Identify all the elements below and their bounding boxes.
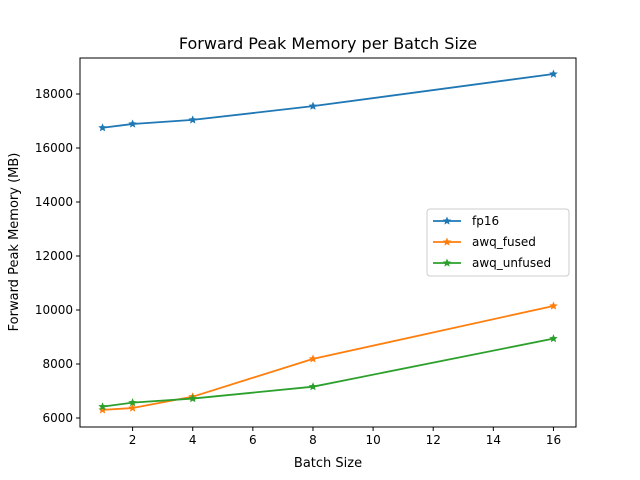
data-point-awq_fused xyxy=(549,301,558,310)
legend-label-awq_unfused: awq_unfused xyxy=(472,256,551,270)
x-tick-label: 6 xyxy=(249,433,257,447)
legend-label-fp16: fp16 xyxy=(472,214,499,228)
data-point-awq_fused xyxy=(128,403,137,412)
legend-marker-fp16 xyxy=(442,216,452,225)
legend-label-awq_fused: awq_fused xyxy=(472,235,536,249)
data-point-fp16 xyxy=(308,101,318,110)
x-tick-label: 14 xyxy=(486,433,501,447)
data-point-awq_unfused xyxy=(98,402,107,411)
x-tick-label: 8 xyxy=(309,433,317,447)
x-tick-label: 4 xyxy=(189,433,197,447)
legend-marker-awq_unfused xyxy=(442,258,452,267)
data-point-awq_unfused xyxy=(308,382,318,391)
legend: fp16 awq_fused awq_unfused xyxy=(426,208,570,277)
x-axis-label: Batch Size xyxy=(294,456,362,471)
y-tick-label: 18000 xyxy=(35,87,73,101)
series-awq_unfused xyxy=(98,334,558,411)
y-tick-label: 12000 xyxy=(35,249,73,263)
data-point-awq_fused xyxy=(308,354,318,363)
chart-title: Forward Peak Memory per Batch Size xyxy=(179,34,477,53)
series-fp16 xyxy=(98,69,558,132)
data-point-awq_unfused xyxy=(549,334,558,343)
data-point-fp16 xyxy=(549,69,558,78)
data-point-fp16 xyxy=(128,119,137,128)
legend-marker-awq_fused xyxy=(442,237,452,246)
y-tick-label: 6000 xyxy=(42,411,73,425)
data-point-fp16 xyxy=(188,115,197,124)
plot-frame xyxy=(79,57,577,428)
x-tick-label: 10 xyxy=(365,433,380,447)
data-point-awq_unfused xyxy=(128,398,137,407)
data-point-awq_fused xyxy=(98,405,107,414)
y-tick-label: 14000 xyxy=(35,195,73,209)
data-point-fp16 xyxy=(98,123,107,132)
x-tick-label: 12 xyxy=(426,433,441,447)
data-point-awq_unfused xyxy=(188,394,197,403)
y-tick-label: 8000 xyxy=(42,357,73,371)
y-tick-label: 10000 xyxy=(35,303,73,317)
legend-box xyxy=(426,208,570,277)
y-axis-label: Forward Peak Memory (MB) xyxy=(7,153,22,332)
x-tick-label: 16 xyxy=(546,433,561,447)
x-tick-label: 2 xyxy=(129,433,137,447)
y-tick-label: 16000 xyxy=(35,141,73,155)
